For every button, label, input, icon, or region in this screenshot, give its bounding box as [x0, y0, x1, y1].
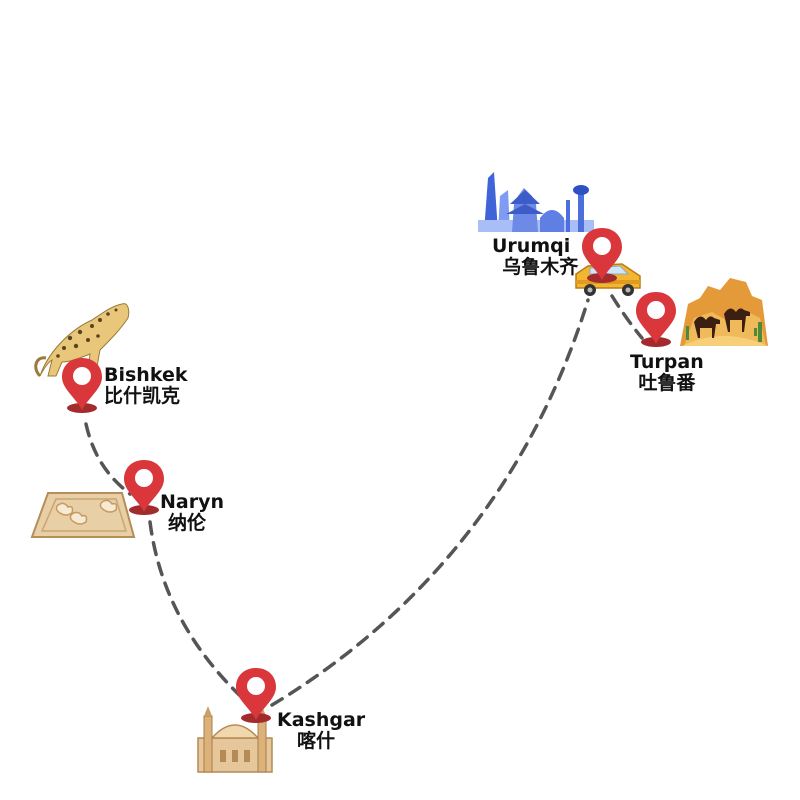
route-urumqi-turpan: [610, 294, 644, 340]
city-skyline-icon: [478, 172, 594, 232]
city-name-zh: 纳伦: [168, 512, 207, 534]
city-name-en: Naryn: [160, 491, 225, 513]
city-label-kashgar: Kashgar 喀什: [277, 710, 365, 752]
city-label-bishkek: Bishkek 比什凯克: [104, 365, 187, 407]
map-pin-icon[interactable]: [236, 668, 276, 723]
mosque-icon: [197, 706, 273, 773]
snow-leopard-icon: [34, 303, 130, 378]
map-pin-icon[interactable]: [62, 358, 102, 413]
city-name-zh: 比什凯克: [104, 385, 181, 407]
route-naryn-kashgar: [148, 520, 252, 707]
route-lines: [84, 294, 644, 707]
city-name-zh: 乌鲁木齐: [502, 256, 579, 278]
desert-camel-icon: [680, 278, 768, 346]
map-pin-icon[interactable]: [124, 460, 164, 515]
city-name-en: Bishkek: [104, 364, 188, 386]
route-bishkek-naryn: [84, 422, 132, 496]
city-label-naryn: Naryn 纳伦: [160, 492, 224, 534]
city-name-zh: 喀什: [297, 730, 336, 752]
city-name-en: Urumqi: [492, 235, 571, 257]
city-name-en: Kashgar: [277, 709, 366, 731]
city-label-urumqi: Urumqi 乌鲁木齐: [492, 236, 578, 278]
city-name-zh: 吐鲁番: [638, 372, 696, 394]
city-name-en: Turpan: [630, 351, 704, 373]
city-label-turpan: Turpan 吐鲁番: [630, 352, 704, 394]
route-kashgar-urumqi: [270, 298, 590, 707]
felt-carpet-icon: [30, 492, 136, 538]
